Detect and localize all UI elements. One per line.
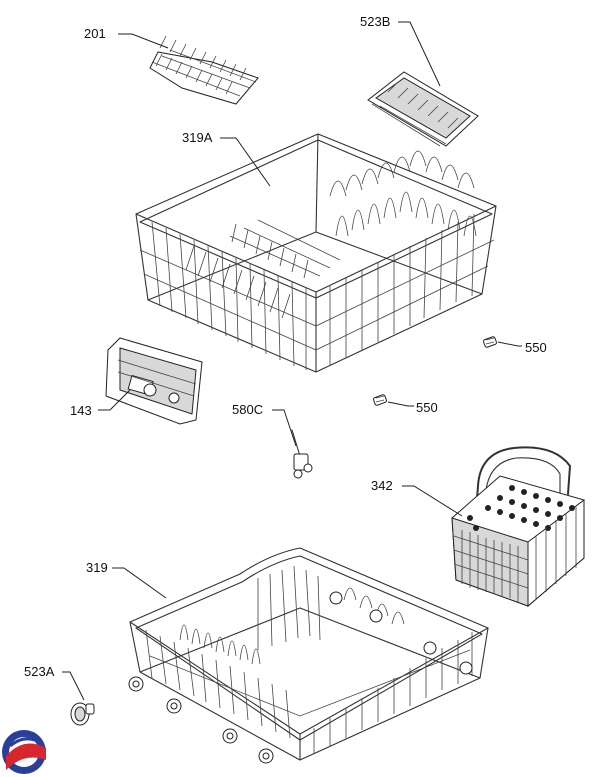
lower-basket-wheels xyxy=(128,676,274,764)
leader-201 xyxy=(118,33,169,49)
callout-342: 342 xyxy=(371,478,393,493)
part-523A-wheel xyxy=(70,702,95,726)
callout-319: 319 xyxy=(86,560,108,575)
callout-550-lower: 550 xyxy=(416,400,438,415)
brand-logo xyxy=(2,730,46,774)
part-201-tine-insert xyxy=(149,35,259,105)
leader-580C xyxy=(272,409,297,447)
callout-319A: 319A xyxy=(182,130,213,145)
leader-143 xyxy=(98,389,131,411)
part-523B-cup-insert xyxy=(367,71,479,147)
callout-201: 201 xyxy=(84,26,106,41)
leader-342 xyxy=(402,485,463,517)
callout-523A: 523A xyxy=(24,664,55,679)
part-550-clip-lower xyxy=(373,394,387,406)
leader-523B xyxy=(398,21,441,87)
leader-523A xyxy=(62,671,85,701)
leader-550-lower xyxy=(387,401,414,407)
part-143-rail-bracket xyxy=(105,337,203,425)
part-319-lower-basket xyxy=(128,547,489,764)
leader-319 xyxy=(112,567,167,599)
callout-580C: 580C xyxy=(232,402,263,417)
callout-550-upper: 550 xyxy=(525,340,547,355)
part-319A-upper-basket xyxy=(135,133,497,373)
part-550-clip-upper xyxy=(483,336,497,348)
callout-143: 143 xyxy=(70,403,92,418)
callout-523B: 523B xyxy=(360,14,390,29)
part-342-cutlery-basket xyxy=(451,446,585,608)
leader-319A xyxy=(220,137,271,187)
leader-550-upper xyxy=(497,341,522,347)
part-580C-latch xyxy=(291,429,313,479)
